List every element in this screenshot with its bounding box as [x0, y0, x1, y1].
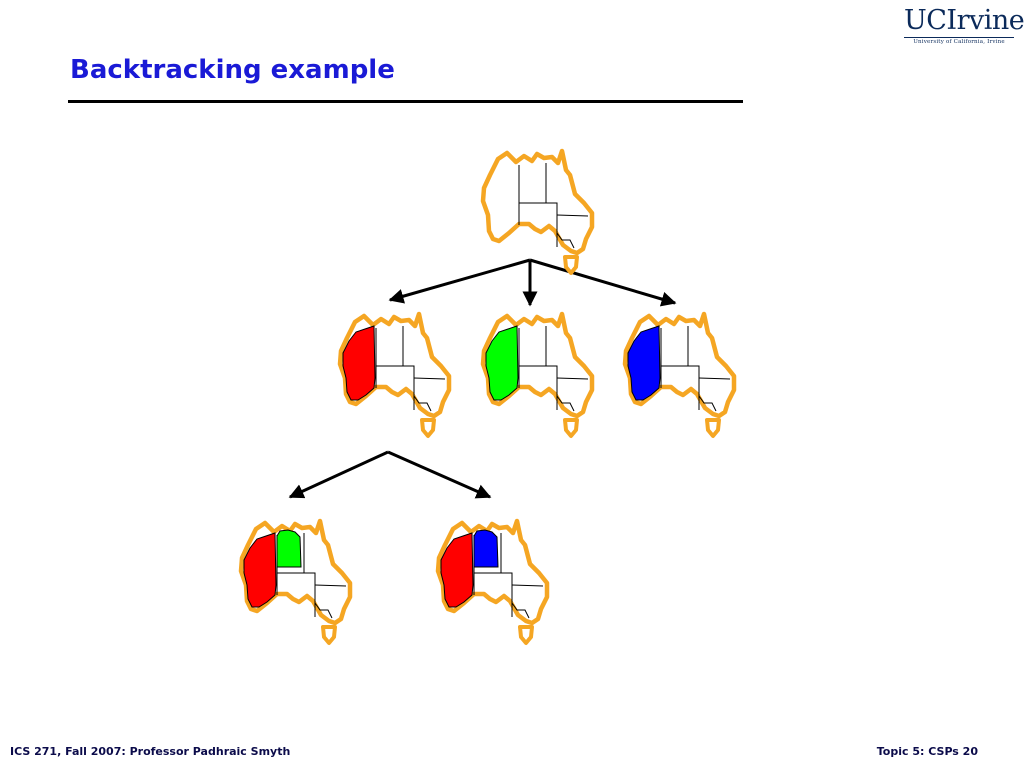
state-border-4: [698, 395, 717, 412]
state-border-3: [698, 377, 731, 380]
tasmania-outline: [518, 625, 534, 645]
tree-edges: [288, 258, 677, 499]
logo-sub-text: University of California, Irvine: [913, 39, 1005, 45]
australia-map-wa-red: [337, 311, 452, 438]
region-wa-red: [342, 325, 376, 401]
state-border-3: [556, 214, 589, 217]
australia-map-wa-red-nt-green: [238, 518, 353, 645]
australia-map-root: [480, 148, 595, 275]
australia-map-wa-green: [480, 311, 595, 438]
footer-course-info: ICS 271, Fall 2007: Professor Padhraic S…: [10, 745, 291, 758]
state-border-3: [413, 377, 446, 380]
region-wa-green: [485, 325, 519, 401]
region-wa-blue: [627, 325, 661, 401]
state-border-1: [519, 365, 558, 410]
tree-nodes: [238, 148, 737, 645]
state-border-4: [511, 602, 530, 619]
region-nt-blue: [473, 529, 499, 568]
state-border-4: [413, 395, 432, 412]
region-wa-red: [440, 532, 474, 608]
edge-root-to-wa-red: [388, 258, 531, 304]
state-border-1: [277, 572, 316, 617]
state-border-3: [511, 584, 544, 587]
tasmania-outline: [321, 625, 337, 645]
australia-outline: [480, 148, 595, 256]
title-underline: [68, 100, 743, 103]
tasmania-outline: [420, 418, 436, 438]
tasmania-outline: [705, 418, 721, 438]
state-border-1: [376, 365, 415, 410]
footer-page-info: Topic 5: CSPs 20: [876, 745, 978, 758]
slide-title: Backtracking example: [70, 55, 395, 85]
state-border-1: [661, 365, 700, 410]
logo-divider: [904, 37, 1014, 38]
state-border-1: [519, 202, 558, 247]
edge-wa-red-to-wa-red-nt-blue: [387, 450, 492, 499]
edge-root-to-wa-blue: [529, 258, 677, 307]
australia-map-wa-red-nt-blue: [435, 518, 550, 645]
region-nt-green: [276, 529, 302, 568]
logo-main-text: UCIrvine: [904, 5, 1024, 36]
tasmania-outline: [563, 255, 579, 275]
state-border-4: [314, 602, 333, 619]
state-border-3: [556, 377, 589, 380]
state-border-4: [556, 395, 575, 412]
region-wa-red: [243, 532, 277, 608]
australia-map-wa-blue: [622, 311, 737, 438]
edge-wa-red-to-wa-red-nt-green: [288, 450, 389, 499]
uc-irvine-logo: UCIrvine University of California, Irvin…: [904, 5, 1024, 45]
state-border-4: [556, 232, 575, 249]
tasmania-outline: [563, 418, 579, 438]
state-border-3: [314, 584, 347, 587]
state-border-1: [474, 572, 513, 617]
